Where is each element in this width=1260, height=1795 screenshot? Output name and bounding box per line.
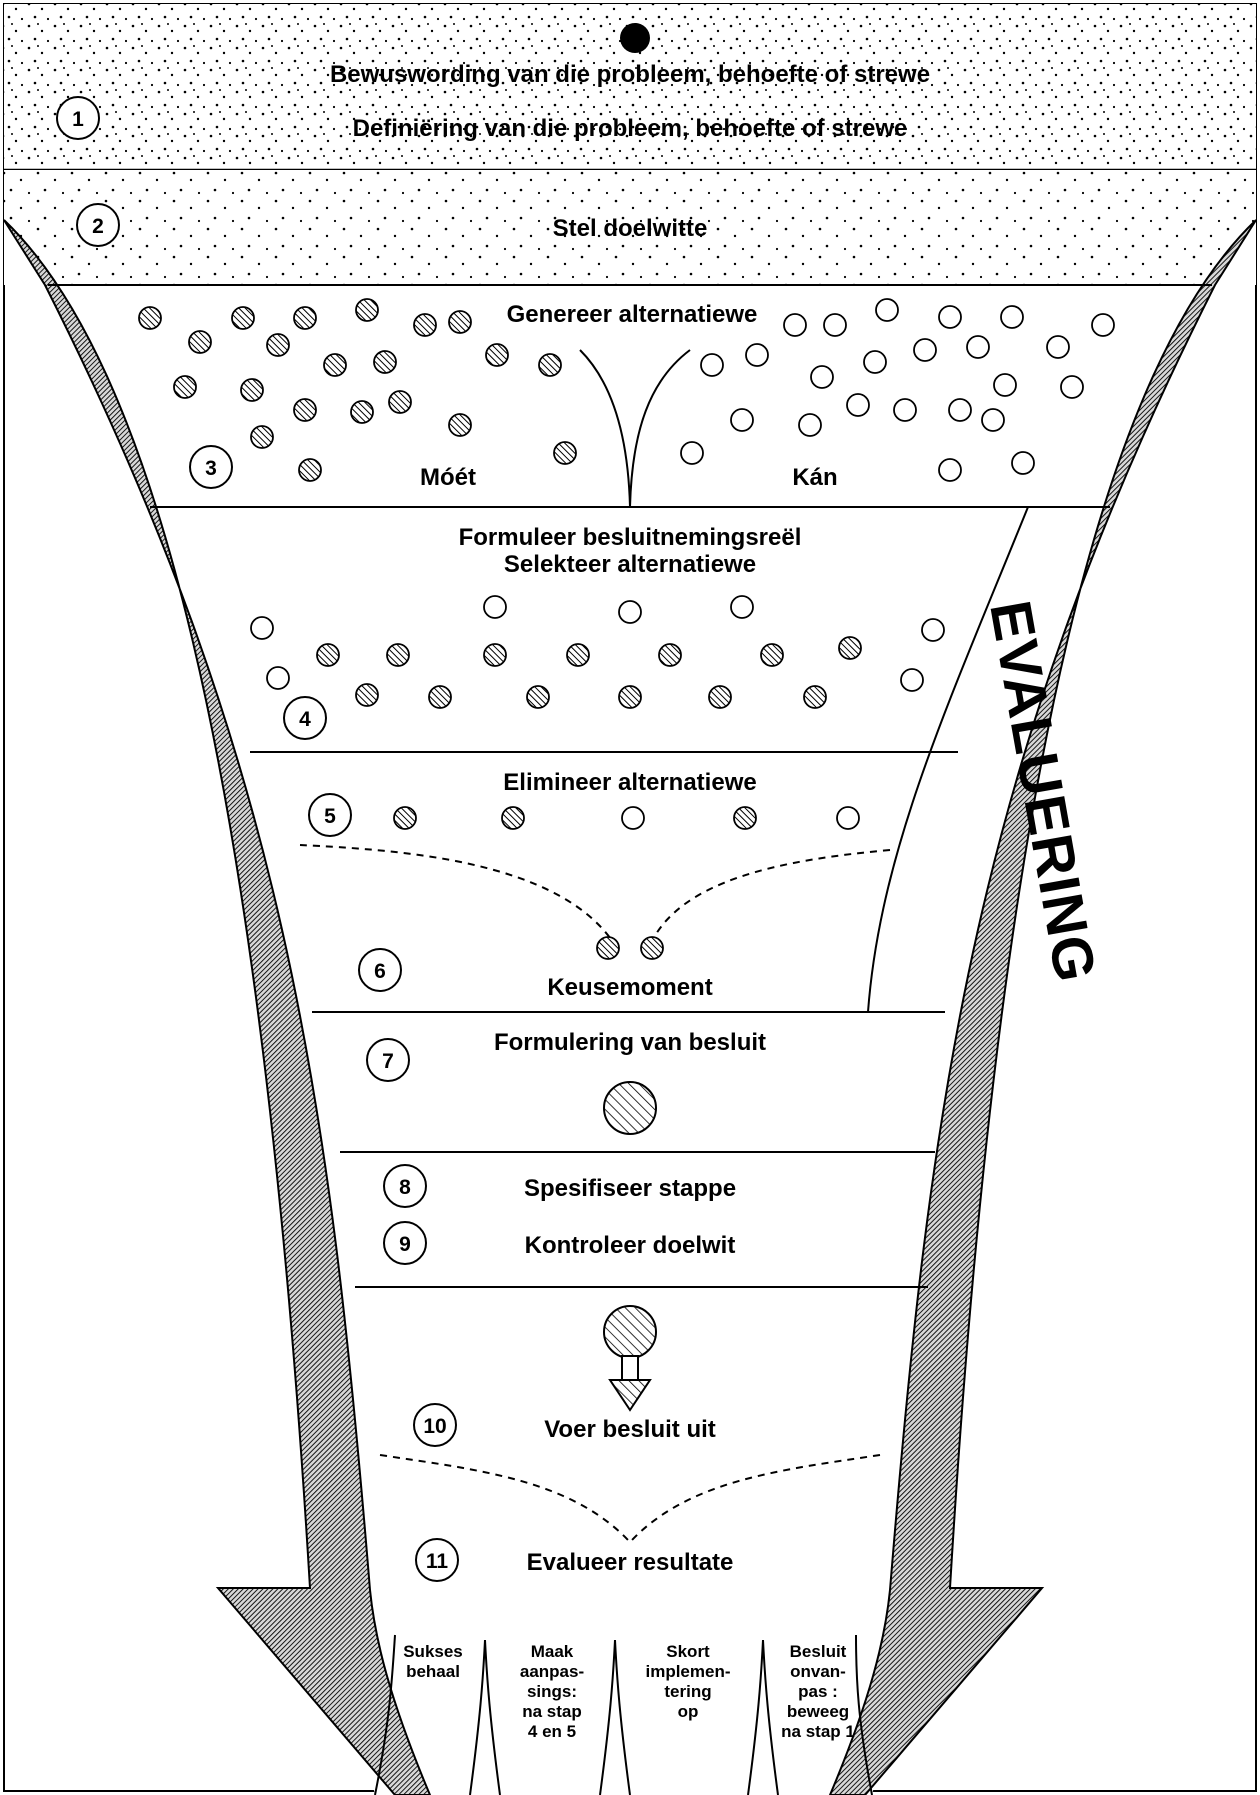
outcome-unsuitable-line: na stap 1 xyxy=(781,1722,855,1741)
step-7-label: Formulering van besluit xyxy=(494,1029,766,1056)
outcome-adjust-line: na stap xyxy=(522,1702,582,1721)
step-5-number: 5 xyxy=(324,805,336,828)
outcome-separators xyxy=(374,1634,873,1795)
outcome-success-line: behaal xyxy=(406,1662,460,1681)
outcome-suspend-line: Skort xyxy=(666,1642,710,1661)
step-10-label: Voer besluit uit xyxy=(544,1416,716,1443)
step-9-marker: 9 xyxy=(383,1221,427,1265)
step-4-select-label: Selekteer alternatiewe xyxy=(504,551,756,578)
right-evaluation-arrow xyxy=(828,219,1257,1795)
chosen-decision-circle xyxy=(603,1081,657,1135)
step-9-label: Kontroleer doelwit xyxy=(525,1232,736,1259)
step-3-marker: 3 xyxy=(189,445,233,489)
step-4-number: 4 xyxy=(299,708,311,731)
step-1-marker: 1 xyxy=(56,96,100,140)
outcome-unsuitable-line: onvan- xyxy=(790,1662,846,1681)
step-6-marker: 6 xyxy=(358,948,402,992)
evaluation-divider-curve xyxy=(867,506,1029,1013)
step-5-label: Elimineer alternatiewe xyxy=(503,769,756,796)
step-7-marker: 7 xyxy=(366,1038,410,1082)
step-8-marker: 8 xyxy=(383,1164,427,1208)
outcome-success: Sukses behaal xyxy=(403,1642,463,1681)
outcome-suspend: Skort implemen- tering op xyxy=(645,1642,730,1721)
must-alternatives xyxy=(138,298,577,482)
origin-dot xyxy=(620,23,650,53)
selected-open-alternatives xyxy=(250,595,945,692)
outcome-unsuitable-line: beweeg xyxy=(787,1702,849,1721)
step-1-awareness-label: Bewuswording van die probleem, behoefte … xyxy=(330,61,930,88)
step-10-marker: 10 xyxy=(413,1403,457,1447)
selected-hatched-alternatives xyxy=(316,636,862,709)
elimination-convergence xyxy=(299,844,891,946)
outcome-adjust-line: sings: xyxy=(527,1682,577,1701)
outcome-unsuitable: Besluit onvan- pas : beweeg na stap 1 xyxy=(781,1642,855,1741)
remaining-alternatives xyxy=(393,806,860,830)
step-3-number: 3 xyxy=(205,457,217,480)
step-11-label: Evalueer resultate xyxy=(527,1549,734,1576)
outcome-adjust-line: aanpas- xyxy=(520,1662,584,1681)
step-8-label: Spesifiseer stappe xyxy=(524,1175,736,1202)
outcome-success-line: Sukses xyxy=(403,1642,463,1661)
step-2-number: 2 xyxy=(92,215,104,238)
step-1-definition-label: Definiëring van die probleem, behoefte o… xyxy=(353,115,908,142)
outcome-suspend-line: implemen- xyxy=(645,1662,730,1681)
outcome-adjust-line: Maak xyxy=(531,1642,574,1661)
left-evaluation-arrow xyxy=(3,219,432,1795)
implementation-arrow-icon xyxy=(603,1305,657,1412)
final-two-alternatives xyxy=(596,936,664,960)
step-6-number: 6 xyxy=(374,960,386,983)
outcome-suspend-line: tering xyxy=(664,1682,711,1701)
step-6-label: Keusemoment xyxy=(547,974,712,1001)
step-9-number: 9 xyxy=(399,1233,411,1256)
step-7-number: 7 xyxy=(382,1050,394,1073)
outcome-unsuitable-line: pas : xyxy=(798,1682,838,1701)
band-goals xyxy=(4,170,1256,285)
step-5-marker: 5 xyxy=(308,793,352,837)
evaluation-convergence xyxy=(379,1454,881,1541)
step-3-label: Genereer alternatiewe xyxy=(507,301,758,328)
step-4-rule-label: Formuleer besluitnemingsreël xyxy=(459,524,802,551)
step-8-number: 8 xyxy=(399,1176,411,1199)
outcome-adjust: Maak aanpas- sings: na stap 4 en 5 xyxy=(520,1642,584,1741)
outcome-unsuitable-line: Besluit xyxy=(790,1642,847,1661)
can-label: Kán xyxy=(792,464,837,491)
step-1-number: 1 xyxy=(72,108,84,131)
step-2-label: Stel doelwitte xyxy=(553,215,708,242)
outcome-adjust-line: 4 en 5 xyxy=(528,1722,576,1741)
must-label: Móét xyxy=(420,464,476,491)
step-10-number: 10 xyxy=(423,1415,446,1438)
outcome-suspend-line: op xyxy=(678,1702,699,1721)
step-4-marker: 4 xyxy=(283,696,327,740)
can-alternatives xyxy=(680,298,1115,482)
must-can-split xyxy=(579,349,691,508)
step-2-marker: 2 xyxy=(76,203,120,247)
step-11-marker: 11 xyxy=(415,1538,459,1582)
step-11-number: 11 xyxy=(426,1550,449,1573)
